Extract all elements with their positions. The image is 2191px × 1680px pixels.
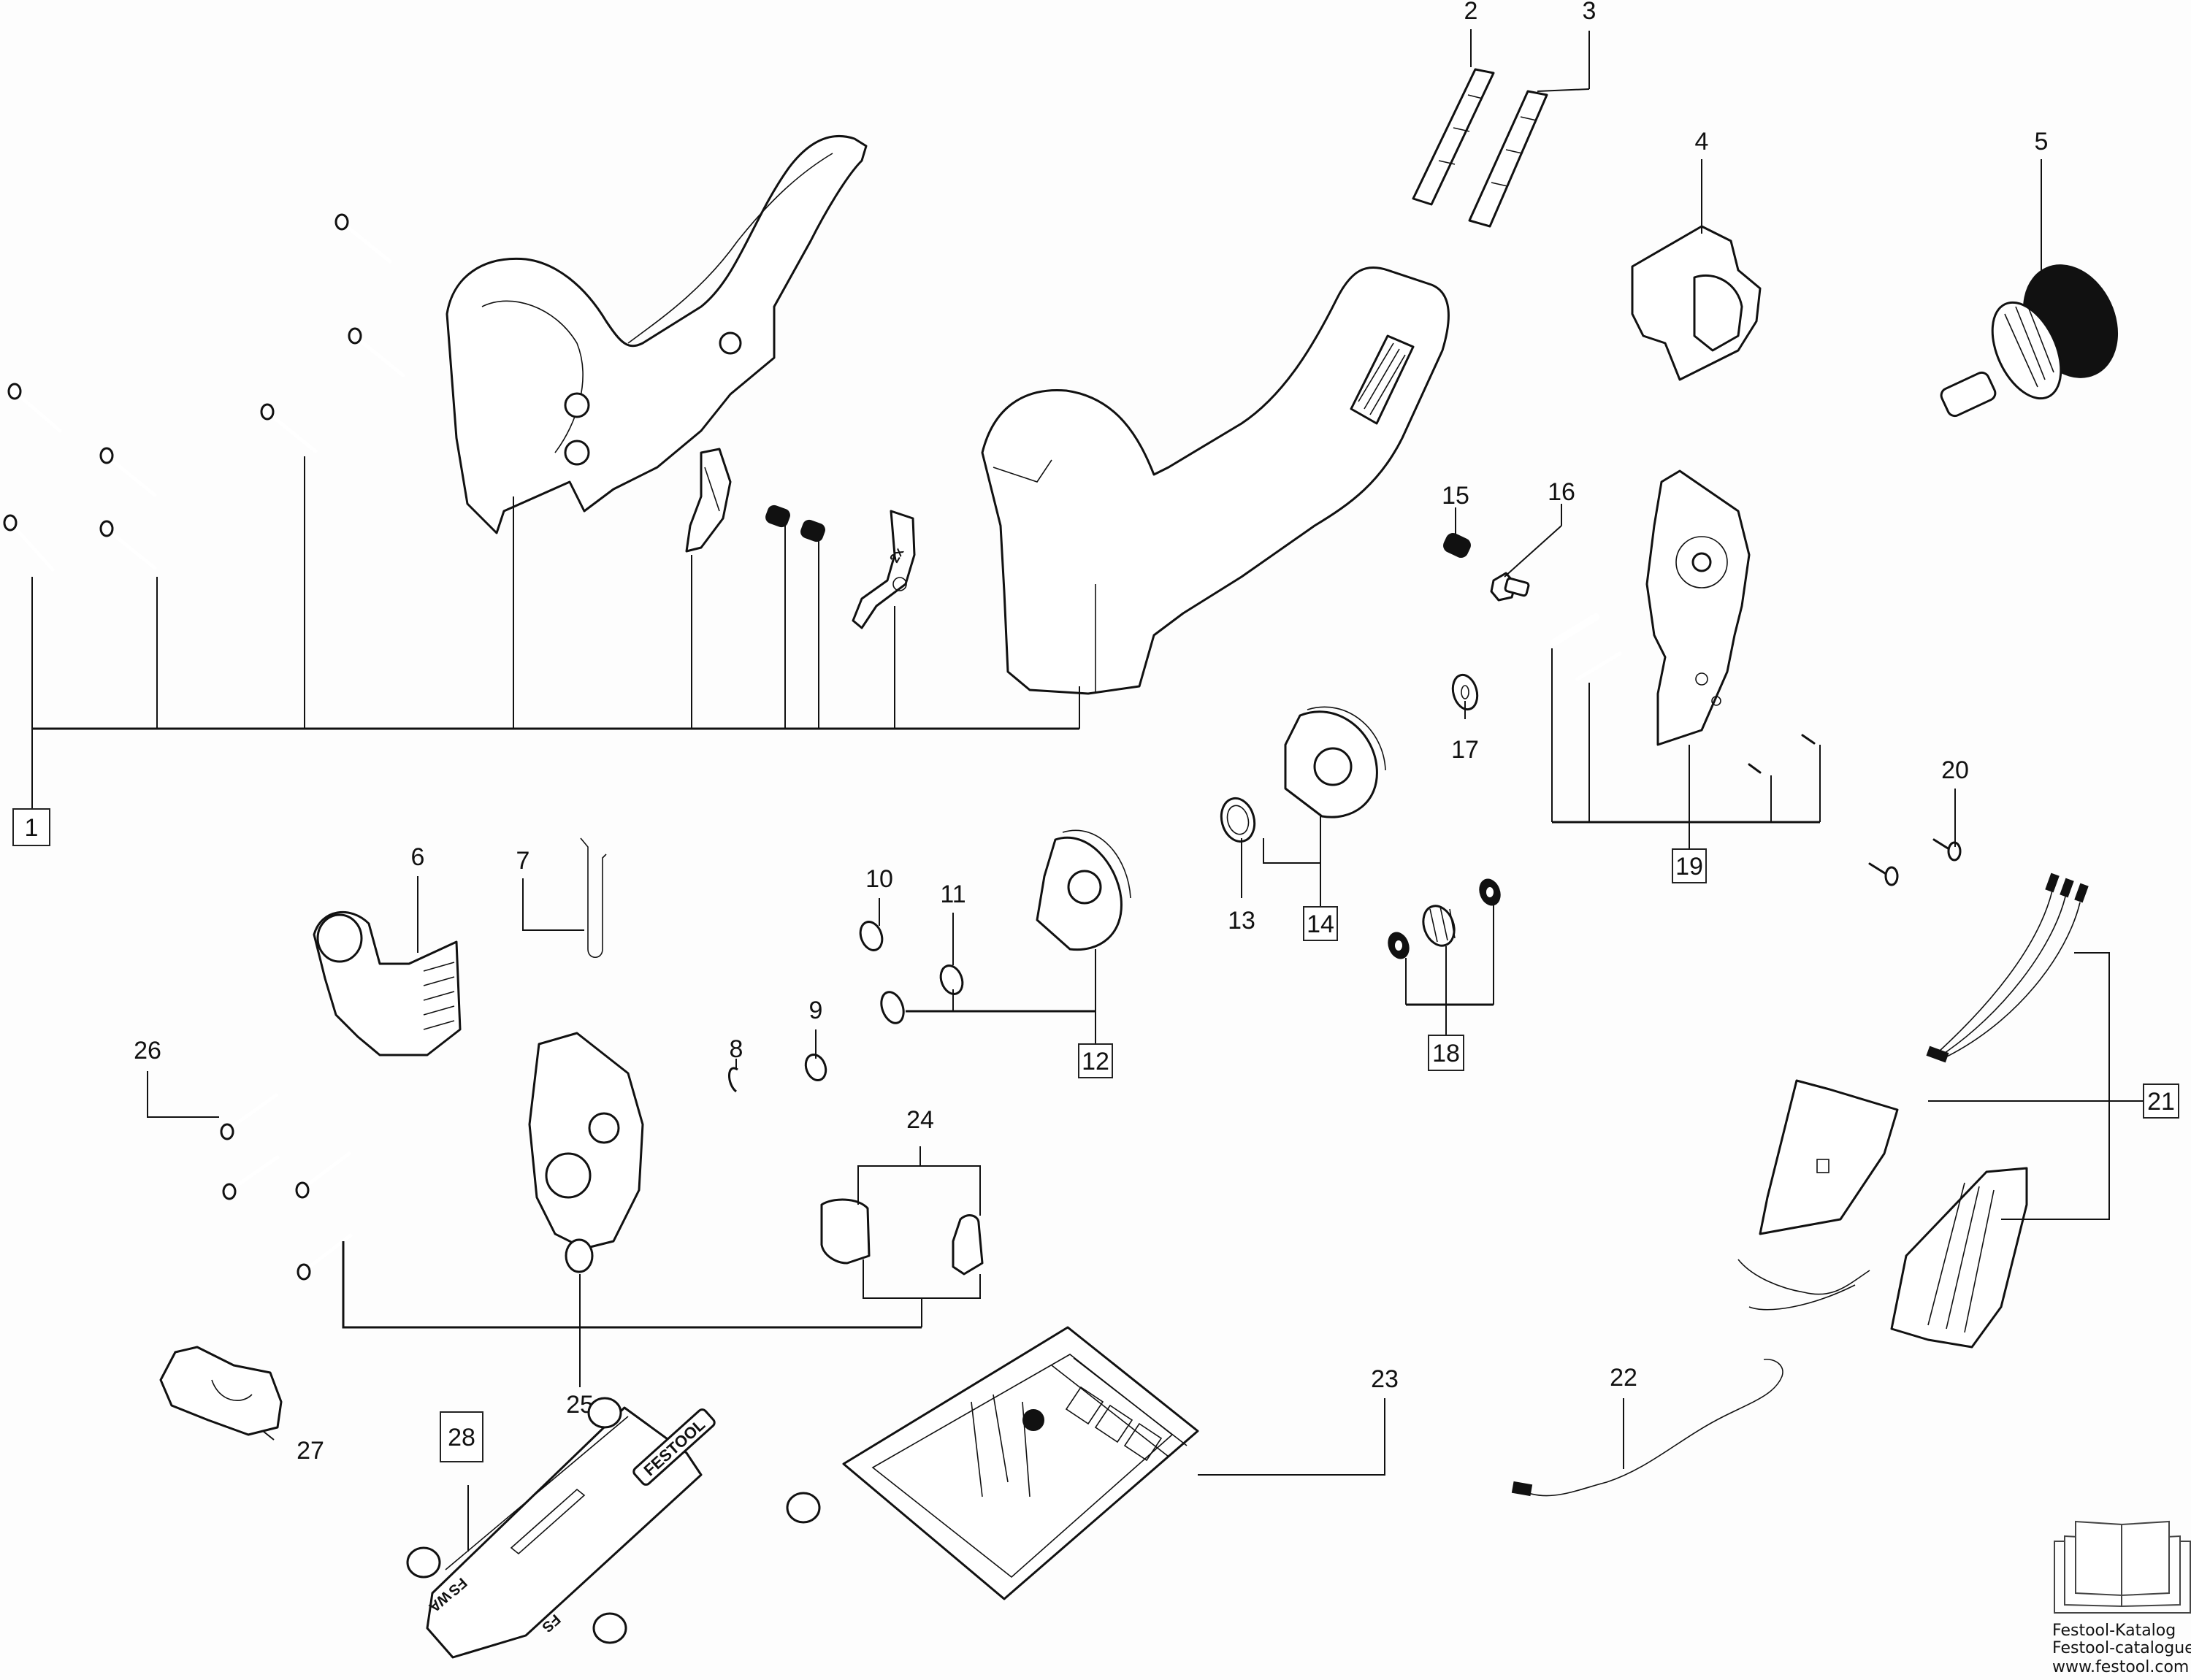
catalogue-title-fr: Festool-catalogue	[2052, 1639, 2191, 1657]
catalogue-title-de: Festool-Katalog	[2052, 1622, 2176, 1640]
callout-1-label: 1	[25, 814, 39, 842]
callout-6-label: 6	[411, 843, 425, 871]
callout-13-label: 13	[1228, 907, 1255, 935]
callout-11-label: 11	[940, 881, 966, 908]
pin-19d	[1801, 734, 1816, 745]
pin-19c	[1748, 763, 1762, 774]
part-13-bearing-sleeve: 13	[1220, 797, 1256, 935]
callout-8-label: 8	[730, 1035, 743, 1063]
battery-interface	[1890, 1167, 2028, 1349]
screw-1b	[7, 383, 62, 433]
callout-24-label: 24	[906, 1106, 934, 1134]
callout-22-label: 22	[1610, 1364, 1637, 1392]
callout-10-label: 10	[865, 865, 893, 893]
part-12-gear-assembly: 12	[880, 829, 1131, 1078]
pin-19a	[1550, 613, 1599, 646]
callout-18-label: 18	[1432, 1040, 1460, 1067]
part-21-electronics: 21	[1737, 872, 2179, 1349]
callout-21-label: 21	[2147, 1088, 2175, 1116]
part-group-1: 2x	[3, 134, 1450, 846]
callout-3-label: 3	[1583, 0, 1597, 25]
part-4-switch: 4	[1631, 128, 1762, 381]
leader-lines-21	[1928, 952, 2144, 1220]
pin-19b	[1575, 651, 1622, 681]
part-5-motor: 5	[1940, 128, 2119, 418]
leader-lines-19	[1551, 648, 1821, 864]
part-17-washer: 17	[1451, 673, 1479, 764]
open-book-icon	[2054, 1520, 2191, 1614]
callout-17-label: 17	[1451, 736, 1479, 764]
part-25-gearbox: 25	[222, 1032, 922, 1419]
part-14-gear: 14	[1263, 706, 1386, 941]
callout-4-label: 4	[1695, 128, 1709, 156]
screw-1e	[260, 403, 318, 453]
part-7-wire-hook: 7	[516, 837, 607, 959]
leader-lines-1	[31, 456, 1080, 809]
catalogue-url[interactable]: www.festool.com	[2052, 1658, 2189, 1676]
callout-19-label: 19	[1675, 853, 1703, 881]
callout-14-label: 14	[1307, 910, 1334, 938]
callout-26-label: 26	[134, 1037, 161, 1065]
callout-5-label: 5	[2035, 128, 2049, 156]
callout-27-label: 27	[297, 1437, 324, 1465]
callout-23-label: 23	[1371, 1365, 1399, 1393]
part-11-bushing: 11	[939, 881, 966, 995]
part-27-clamp: 27	[159, 1346, 324, 1465]
screw-1d	[99, 520, 157, 570]
control-module	[1737, 1079, 1899, 1311]
part-15-plug: 15	[1442, 482, 1471, 559]
screw-26c	[297, 1233, 353, 1281]
callout-9-label: 9	[809, 997, 823, 1024]
part-20-screws: 20	[1868, 756, 1969, 886]
callout-28-label: 28	[448, 1424, 475, 1451]
part-26-screw: 26	[134, 1037, 278, 1140]
screw-26b	[295, 1151, 351, 1199]
vent-grille	[1350, 334, 1415, 425]
spring-b	[800, 519, 825, 542]
callout-2-label: 2	[1464, 0, 1478, 25]
part-23-insert-tray: 23	[842, 1326, 1399, 1600]
part-22-ribbon-cable: 22	[1511, 1358, 1783, 1497]
part-24-clip-pair: 24	[820, 1106, 984, 1327]
screw-1f	[334, 213, 392, 264]
screw-1c	[99, 447, 157, 497]
clip-2x: 2x	[852, 510, 916, 629]
callout-15-label: 15	[1442, 482, 1469, 510]
spring-a	[765, 505, 790, 528]
part-16-bolt: 16	[1490, 478, 1575, 602]
part-18-bearing-set: 18	[1388, 878, 1501, 1071]
callout-16-label: 16	[1548, 478, 1575, 506]
part-2-filter: 2	[1412, 0, 1495, 206]
bracket	[685, 448, 732, 553]
part-10-bushing: 10	[859, 865, 893, 951]
screw-26a	[222, 1155, 280, 1200]
part-8-circlip: 8	[728, 1035, 743, 1093]
screw-1a	[3, 514, 55, 572]
callout-12-label: 12	[1082, 1048, 1109, 1075]
part-9-washer: 9	[804, 997, 827, 1081]
screw-1g	[348, 327, 405, 377]
callout-1: 1	[12, 808, 50, 846]
catalogue-reference: Festool-Katalog Festool-catalogue www.fe…	[2052, 1520, 2191, 1676]
wire-harness	[1926, 872, 2089, 1063]
callout-7-label: 7	[516, 847, 530, 875]
part-6-nozzle: 6	[313, 843, 462, 1056]
part-28-guide-adapter: FESTOOL FS WA FS 28	[406, 1397, 821, 1659]
part-19-gear-housing: 19	[1550, 469, 1821, 883]
housing-half-right	[981, 266, 1450, 695]
housing-half-left	[446, 134, 868, 534]
part-3-filter: 3	[1468, 0, 1597, 228]
callout-20-label: 20	[1941, 756, 1969, 784]
